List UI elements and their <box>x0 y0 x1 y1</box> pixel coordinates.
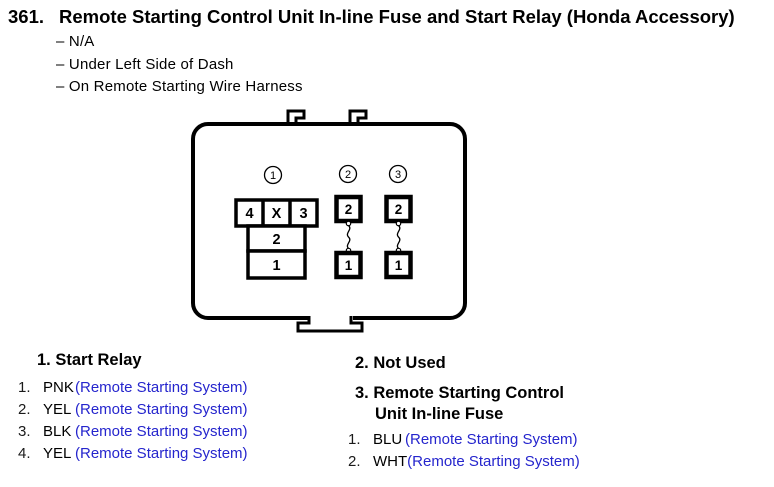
wire-row: 1. PNK(Remote Starting System) <box>18 377 248 399</box>
wire-row: 1. BLU(Remote Starting System) <box>348 429 580 451</box>
system-link[interactable]: (Remote Starting System) <box>405 431 578 448</box>
wire-squiggle <box>346 225 351 249</box>
heading-line-2: Unit In-line Fuse <box>375 405 504 423</box>
inline-fuse-wire-list: 1.BLU(Remote Starting System) 2.WHT(Remo… <box>348 429 580 472</box>
connector-housing <box>191 122 467 320</box>
pin-x: X <box>272 206 282 222</box>
wire-number: 4. <box>18 445 31 462</box>
bottom-tab <box>296 316 364 333</box>
top-tab-right <box>348 109 368 124</box>
pin-box-2 <box>246 224 307 253</box>
pin-1: 1 <box>395 258 403 273</box>
pin-1: 1 <box>345 258 353 273</box>
wire-row: 4. YEL(Remote Starting System) <box>18 443 248 465</box>
page-title: Remote Starting Control Unit In-line Fus… <box>59 6 735 27</box>
cavity-2-label: 2 <box>345 169 351 181</box>
pin-2: 2 <box>395 202 403 217</box>
cavity-1-label: 1 <box>270 170 276 182</box>
bottom-edge-gap <box>308 313 353 322</box>
pin-3: 3 <box>299 206 307 222</box>
wire-number: 2. <box>18 401 31 418</box>
location-item-2: – Under Left Side of Dash <box>56 55 234 73</box>
wire-number: 1. <box>348 431 361 448</box>
section-inline-fuse-heading: 3. Remote Starting Control Unit In-line … <box>355 383 564 425</box>
wire-number: 1. <box>18 379 31 396</box>
wire-number: 2. <box>348 452 361 470</box>
system-link[interactable]: (Remote Starting System) <box>75 401 248 418</box>
cavity-callout-3: 3 <box>388 164 408 184</box>
location-item-1: – N/A <box>56 33 95 50</box>
pin-4: 4 <box>245 206 253 222</box>
wire-terminal <box>395 220 402 227</box>
wire-row: 2. WHT(Remote Starting System) <box>348 451 580 473</box>
pin-1: 1 <box>272 258 280 274</box>
wire-row: 2. YEL(Remote Starting System) <box>18 399 248 421</box>
wire-color-code: BLU <box>373 431 403 448</box>
wire-number: 3. <box>18 423 31 440</box>
location-list: – N/A – Under Left Side of Dash – On Rem… <box>56 31 303 99</box>
figure-number: 361. <box>8 6 45 27</box>
heading-line-1: 3. Remote Starting Control <box>355 384 565 402</box>
wire-squiggle <box>396 225 401 249</box>
section-start-relay-heading: 1. Start Relay <box>37 351 142 369</box>
cavity-3-label: 3 <box>395 169 401 181</box>
cavity-callout-2: 2 <box>338 164 358 184</box>
cavity-callout-1: 1 <box>263 165 283 185</box>
pin-box-1 <box>246 249 307 280</box>
system-link[interactable]: (Remote Starting System) <box>407 452 580 470</box>
start-relay-wire-list: 1.PNK(Remote Starting System) 2.YEL(Remo… <box>18 377 248 465</box>
section-not-used-heading: 2. Not Used <box>355 354 446 372</box>
wire-color-code: YEL <box>43 401 72 418</box>
pin-2: 2 <box>272 232 280 248</box>
connector-3-group: 2 1 <box>384 194 413 280</box>
wire-color-code: BLK <box>43 423 72 440</box>
location-item-3: – On Remote Starting Wire Harness <box>56 78 303 95</box>
pin-box-1 <box>334 250 363 280</box>
figure-header: 361. Remote Starting Control Unit In-lin… <box>8 6 735 28</box>
connector-1-group: 4 X 3 2 1 <box>234 198 319 280</box>
wire-row: 3. BLK(Remote Starting System) <box>18 421 248 443</box>
connector-2-group: 2 1 <box>334 194 363 280</box>
wire-color-code: PNK <box>43 379 74 396</box>
system-link[interactable]: (Remote Starting System) <box>75 379 248 396</box>
system-link[interactable]: (Remote Starting System) <box>75 445 248 462</box>
wire-color-code: YEL <box>43 445 72 462</box>
wire-color-code: WHT <box>373 452 408 470</box>
pin-box-1 <box>384 250 413 280</box>
system-link[interactable]: (Remote Starting System) <box>75 423 248 440</box>
wire-terminal <box>345 220 352 227</box>
pin-2: 2 <box>345 202 353 217</box>
top-tab-left <box>286 109 306 124</box>
